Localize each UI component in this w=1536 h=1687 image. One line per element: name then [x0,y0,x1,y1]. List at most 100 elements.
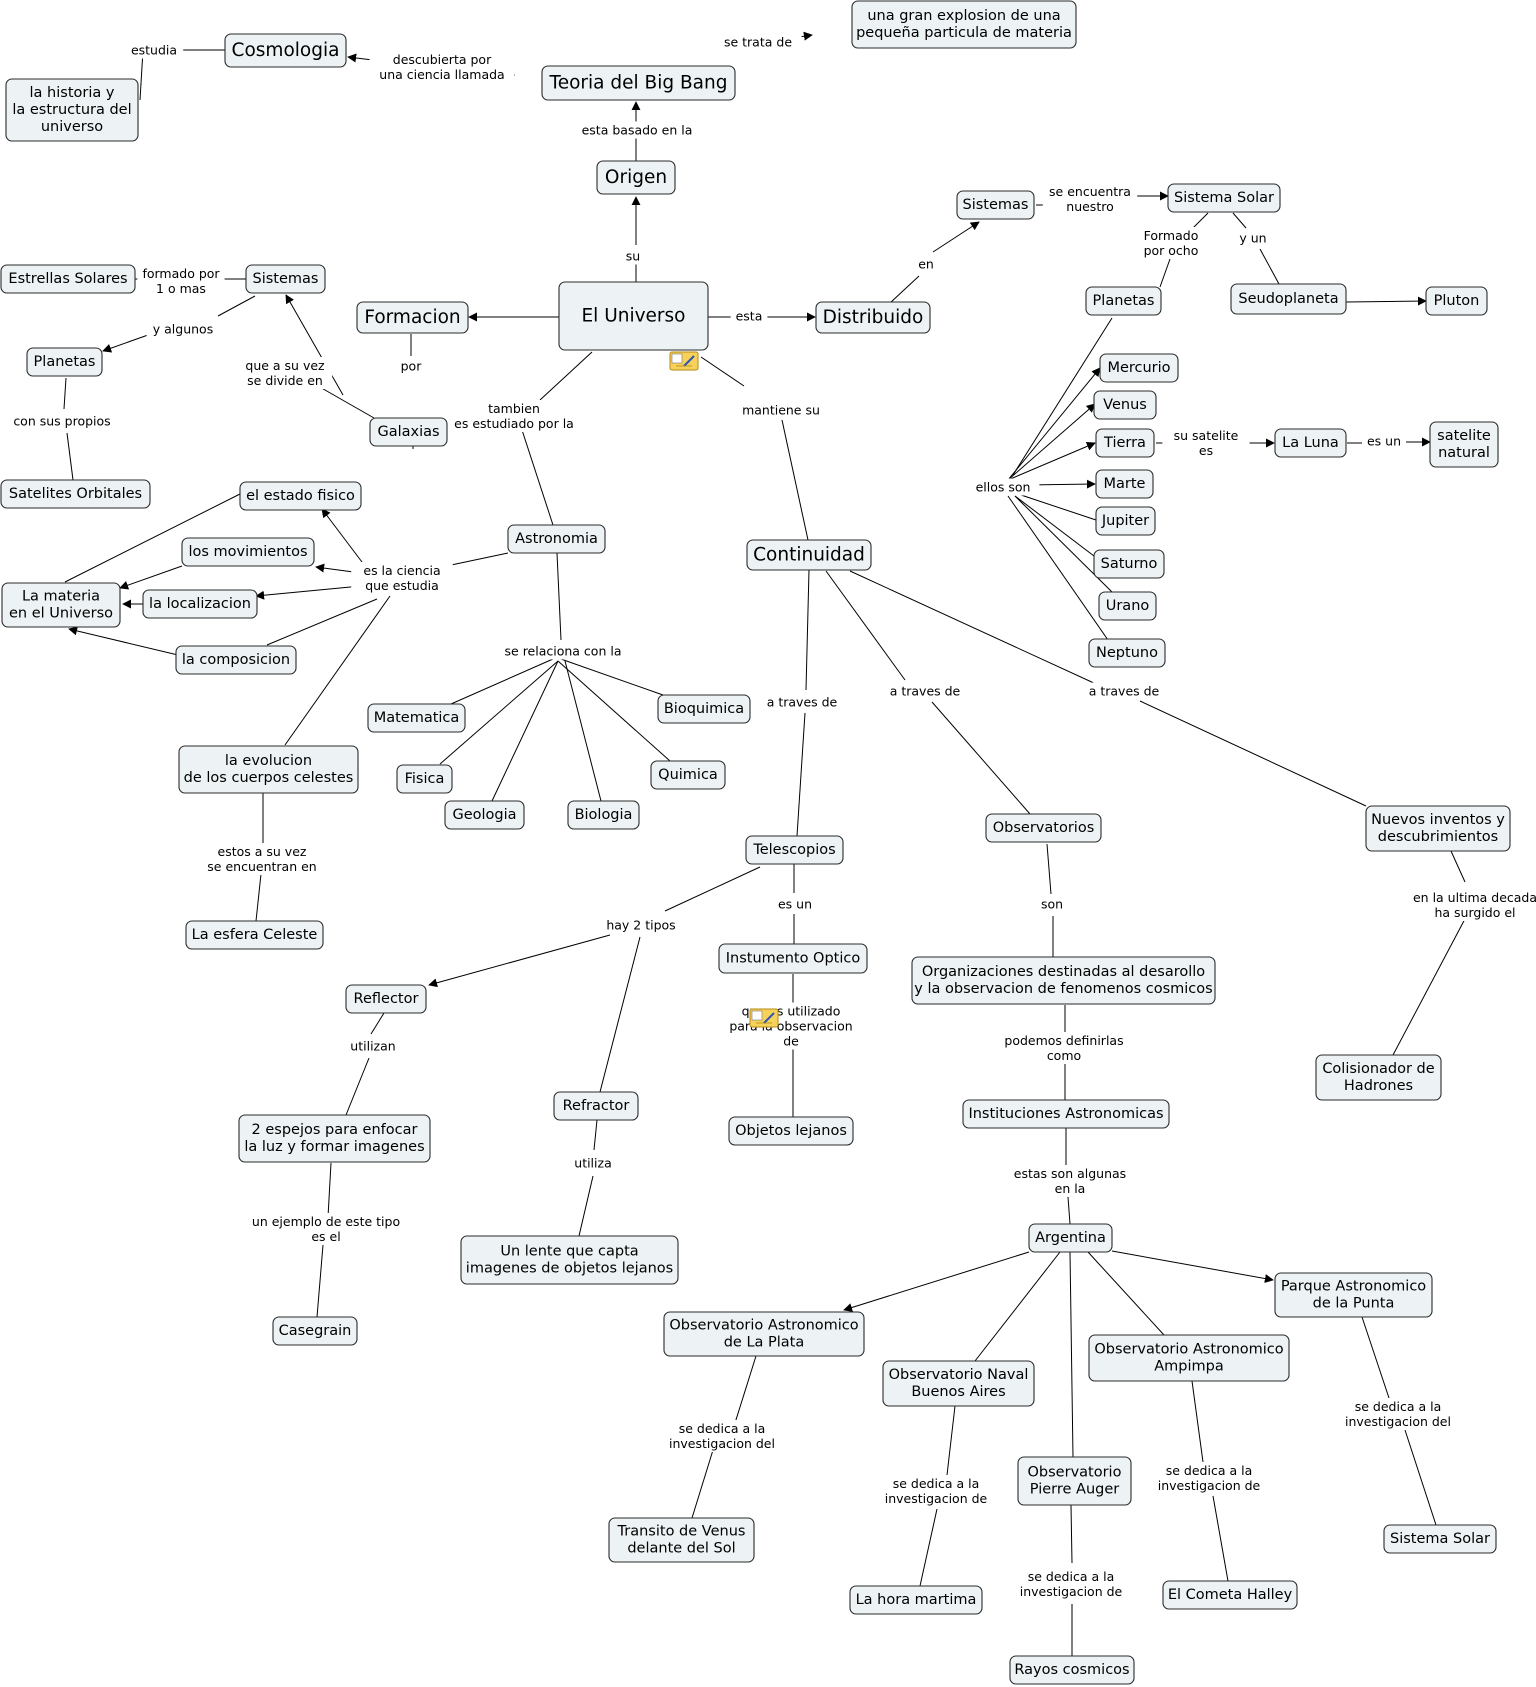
concept-galaxias[interactable]: Galaxias [369,417,448,447]
concept-fisica[interactable]: Fisica [396,764,453,794]
concept-box[interactable] [1274,1272,1433,1318]
concept-marte[interactable]: Marte [1095,469,1154,499]
concept-box[interactable] [746,539,872,571]
concept-box[interactable] [272,1316,358,1346]
concept-composicion[interactable]: la composicion [175,645,297,675]
concept-box[interactable] [369,417,448,447]
concept-box[interactable] [238,1114,431,1163]
concept-box[interactable] [1365,805,1511,852]
concept-box[interactable] [345,984,427,1014]
concept-box[interactable] [460,1235,679,1285]
concept-box[interactable] [728,1116,854,1146]
concept-box[interactable] [851,0,1077,49]
concept-mercurio[interactable]: Mercurio [1099,353,1179,383]
concept-neptuno[interactable]: Neptuno [1088,638,1166,668]
concept-instrumento-optico[interactable]: Instumento Optico [718,943,868,974]
concept-box[interactable] [745,835,844,865]
concept-box[interactable] [553,1091,639,1121]
concept-saturno[interactable]: Saturno [1093,549,1165,579]
concept-box[interactable] [657,694,751,724]
concept-box[interactable] [239,481,362,511]
concept-box[interactable] [650,760,726,790]
concept-box[interactable] [1017,1456,1132,1506]
concept-sistema-solar[interactable]: Sistema Solar [1167,183,1281,213]
concept-tierra[interactable]: Tierra [1095,428,1155,458]
concept-box[interactable] [26,347,103,377]
concept-box[interactable] [1093,549,1165,579]
concept-box[interactable] [1425,286,1488,316]
concept-box[interactable] [1095,506,1156,536]
concept-hora-martima[interactable]: La hora martima [849,1585,983,1615]
concept-box[interactable] [1,582,121,628]
concept-cometa-halley[interactable]: El Cometa Halley [1162,1580,1298,1610]
concept-box[interactable] [956,190,1035,220]
concept-box[interactable] [0,264,136,294]
concept-seudoplaneta[interactable]: Seudoplaneta [1230,283,1347,315]
concept-box[interactable] [507,524,606,554]
concept-box[interactable] [849,1585,983,1615]
concept-box[interactable] [663,1311,865,1357]
concept-box[interactable] [5,78,139,142]
concept-quimica[interactable]: Quimica [650,760,726,790]
note-icon[interactable] [749,1008,779,1028]
concept-box[interactable] [1429,421,1499,468]
concept-box[interactable] [245,264,326,294]
concept-box[interactable] [1085,286,1162,316]
concept-box[interactable] [1095,428,1155,458]
concept-movimientos[interactable]: los movimientos [181,537,315,567]
concept-box[interactable] [1088,1334,1290,1382]
concept-box[interactable] [596,160,676,195]
concept-bioquimica[interactable]: Bioquimica [657,694,751,724]
concept-box[interactable] [815,301,931,334]
concept-instituciones[interactable]: Instituciones Astronomicas [962,1099,1170,1129]
concept-box[interactable] [1093,390,1157,420]
concept-esfera-celeste[interactable]: La esfera Celeste [185,920,324,950]
concept-planetas-izq[interactable]: Planetas [26,347,103,377]
concept-box[interactable] [1167,183,1281,213]
concept-box[interactable] [224,33,347,68]
concept-rayos-cosmicos[interactable]: Rayos cosmicos [1009,1655,1135,1685]
concept-box[interactable] [0,479,151,509]
concept-urano[interactable]: Urano [1098,591,1157,621]
concept-box[interactable] [178,745,359,794]
concept-cosmologia[interactable]: Cosmologia [224,33,347,68]
concept-box[interactable] [1095,469,1154,499]
concept-box[interactable] [1162,1580,1298,1610]
concept-sistemas-izq[interactable]: Sistemas [245,264,326,294]
concept-refractor[interactable]: Refractor [553,1091,639,1121]
concept-jupiter[interactable]: Jupiter [1095,506,1156,536]
concept-box[interactable] [185,920,324,950]
concept-box[interactable] [911,956,1216,1005]
concept-biologia[interactable]: Biologia [567,800,640,830]
concept-big-bang[interactable]: Teoria del Big Bang [541,65,736,101]
concept-continuidad[interactable]: Continuidad [746,539,872,571]
concept-box[interactable] [1315,1054,1442,1101]
concept-box[interactable] [567,800,640,830]
concept-universo[interactable]: El Universo [558,281,709,351]
concept-box[interactable] [1230,283,1347,315]
concept-observatorios[interactable]: Observatorios [985,813,1102,843]
concept-box[interactable] [367,703,466,733]
concept-casegrain[interactable]: Casegrain [272,1316,358,1346]
concept-box[interactable] [962,1099,1170,1129]
concept-box[interactable] [541,65,736,101]
concept-origen[interactable]: Origen [596,160,676,195]
concept-box[interactable] [356,301,469,334]
note-icon[interactable] [669,351,699,371]
concept-box[interactable] [718,943,868,974]
concept-box[interactable] [181,537,315,567]
concept-argentina[interactable]: Argentina [1028,1223,1113,1253]
concept-box[interactable] [882,1360,1035,1407]
concept-pluton[interactable]: Pluton [1425,286,1488,316]
concept-box[interactable] [1088,638,1166,668]
